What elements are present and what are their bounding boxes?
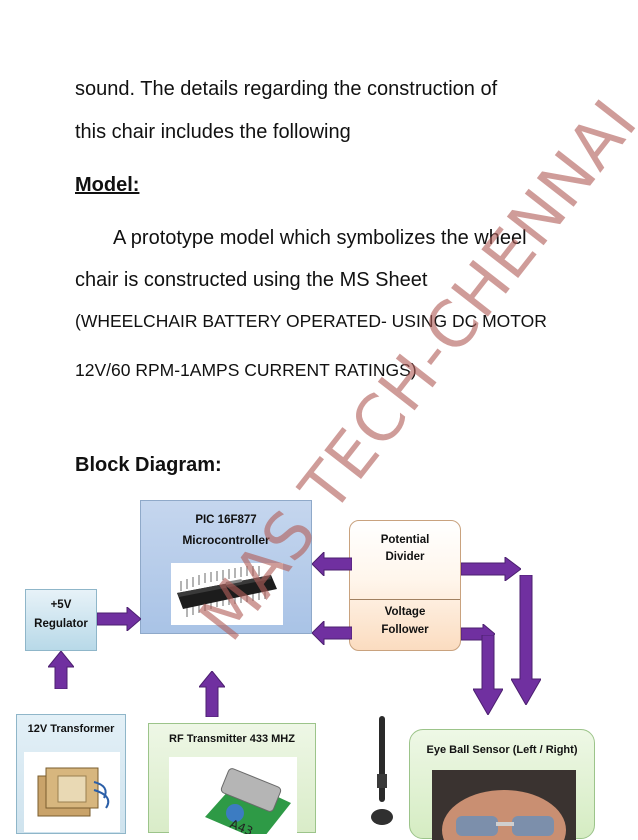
- paragraph-line: chair is constructed using the MS Sheet: [75, 269, 428, 291]
- voltage-follower-label: Follower: [381, 624, 429, 636]
- microcontroller-block: PIC 16F877 Microcontroller: [140, 500, 312, 634]
- paragraph-line: this chair includes the following: [75, 121, 351, 143]
- pic-chip-image: [171, 563, 283, 625]
- arrow-regulator-to-mcu: [97, 607, 141, 631]
- arrow-rf-to-mcu: [199, 671, 225, 717]
- transformer-label: 12V Transformer: [27, 723, 115, 735]
- regulator-label: Regulator: [34, 618, 88, 630]
- regulator-block: +5V Regulator: [25, 589, 97, 651]
- paragraph-line: sound. The details regarding the constru…: [75, 78, 498, 100]
- potential-divider-label: Potential: [380, 534, 430, 546]
- transformer-image: [24, 752, 120, 832]
- eye-sensor-block: Eye Ball Sensor (Left / Right): [409, 729, 595, 840]
- block-diagram-heading: Block Diagram:: [75, 454, 222, 476]
- arrow-pd-to-mcu: [312, 552, 352, 576]
- arrow-right-down: [511, 575, 541, 705]
- microcontroller-label: Microcontroller: [182, 533, 270, 547]
- arrow-transformer-to-regulator: [48, 651, 74, 689]
- paragraph-line: A prototype model which symbolizes the w…: [113, 227, 527, 249]
- paragraph-line: 12V/60 RPM-1AMPS CURRENT RATINGS): [75, 360, 417, 380]
- block-divider-line: [350, 599, 460, 600]
- eye-sensor-label: Eye Ball Sensor (Left / Right): [426, 744, 578, 756]
- potential-divider-block: Potential Divider Voltage Follower: [349, 520, 461, 651]
- voltage-follower-label: Voltage: [384, 606, 426, 618]
- rf-module-image: A43: [169, 757, 297, 840]
- rf-transmitter-label: RF Transmitter 433 MHZ: [169, 733, 295, 745]
- arrow-pd-out: [461, 557, 521, 581]
- microcontroller-label: PIC 16F877: [195, 514, 257, 526]
- arrow-vf-down: [473, 635, 503, 715]
- arrow-vf-to-mcu: [312, 621, 352, 645]
- potential-divider-label: Divider: [385, 551, 425, 563]
- antenna-icon: [371, 716, 393, 825]
- regulator-label: +5V: [50, 599, 72, 611]
- transformer-block: 12V Transformer: [16, 714, 126, 834]
- model-heading: Model:: [75, 174, 140, 196]
- eye-sensor-image: [432, 770, 576, 840]
- rf-transmitter-block: RF Transmitter 433 MHZ A43: [148, 723, 316, 840]
- block-diagram: PIC 16F877 Microcontroller Potential Div…: [0, 495, 638, 840]
- paragraph-line: (WHEELCHAIR BATTERY OPERATED- USING DC M…: [75, 311, 547, 331]
